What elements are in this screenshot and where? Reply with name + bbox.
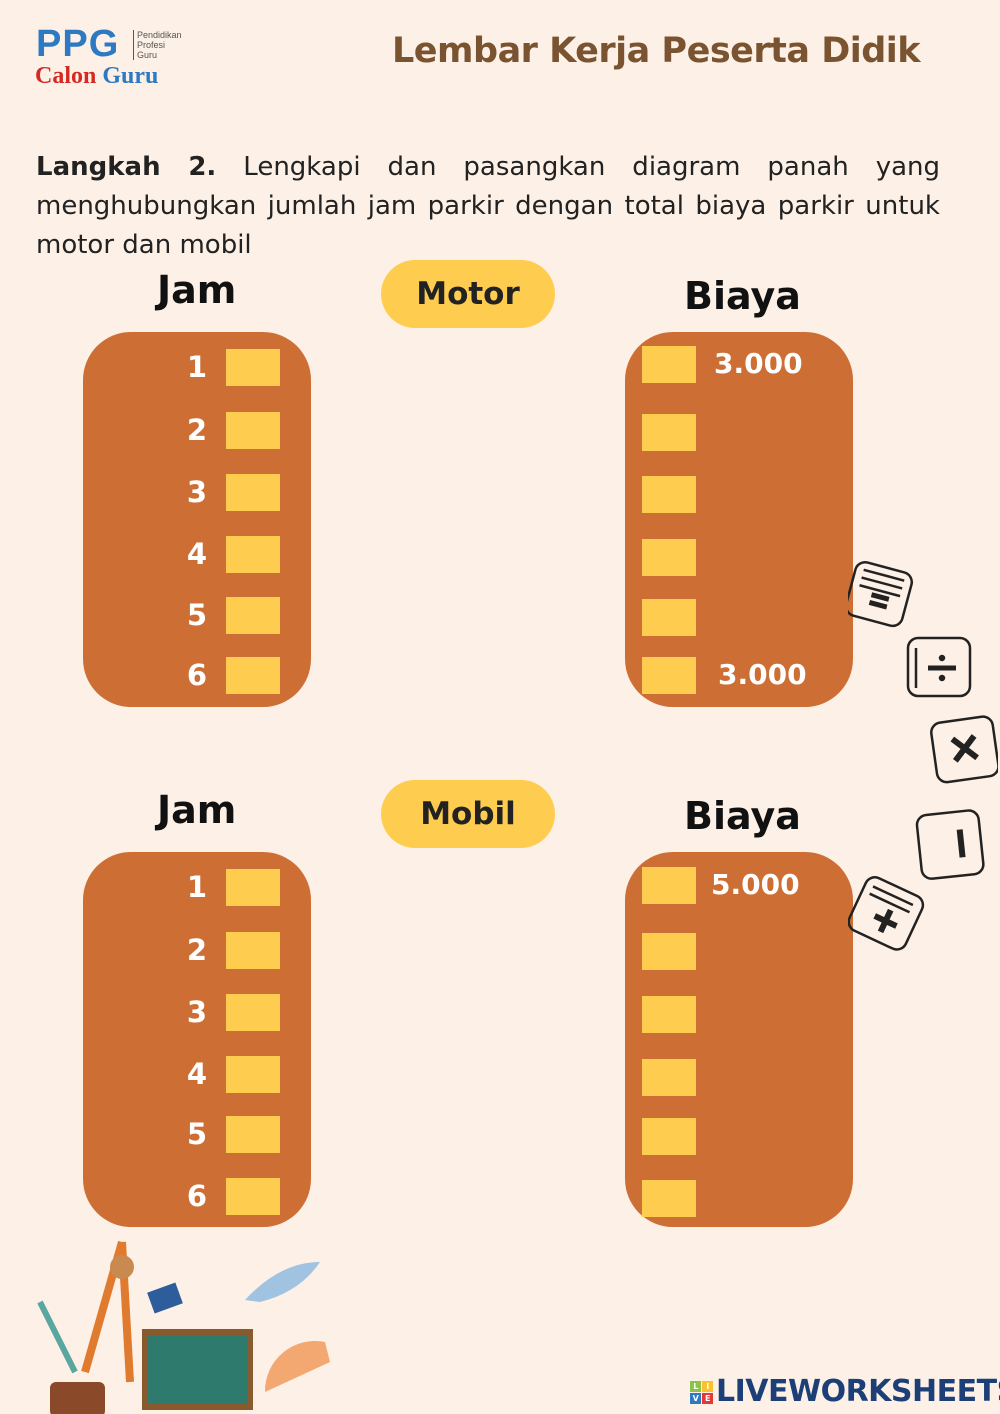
cost-connector-box[interactable] bbox=[642, 346, 696, 383]
hour-label: 5 bbox=[186, 598, 208, 632]
hour-connector-box[interactable] bbox=[226, 536, 280, 573]
hour-connector-box[interactable] bbox=[226, 1178, 280, 1215]
step-label: Langkah 2. bbox=[36, 152, 217, 182]
motor-label-pill: Motor bbox=[381, 260, 555, 328]
hour-connector-box[interactable] bbox=[226, 349, 280, 386]
hour-label: 4 bbox=[186, 1057, 208, 1091]
cost-connector-box[interactable] bbox=[642, 476, 696, 513]
cost-value: 3.000 bbox=[718, 658, 807, 691]
cost-connector-box[interactable] bbox=[642, 539, 696, 576]
logo-subtitle: Pendidikan Profesi Guru bbox=[133, 30, 182, 60]
logo-sub-line: Profesi bbox=[137, 40, 166, 50]
hour-label: 6 bbox=[186, 658, 208, 692]
hour-connector-box[interactable] bbox=[226, 597, 280, 634]
hour-label: 3 bbox=[186, 475, 208, 509]
motor-biaya-heading: Biaya bbox=[684, 274, 801, 318]
cost-connector-box[interactable] bbox=[642, 657, 696, 694]
motor-costs-panel bbox=[625, 332, 853, 707]
stationery-illustration-icon bbox=[37, 1240, 330, 1414]
hour-label: 2 bbox=[186, 413, 208, 447]
hour-label: 2 bbox=[186, 933, 208, 967]
icon-letter: E bbox=[702, 1392, 713, 1404]
logo-calon: Calon bbox=[35, 63, 97, 89]
hour-connector-box[interactable] bbox=[226, 1056, 280, 1093]
hour-label: 1 bbox=[186, 870, 208, 904]
cost-connector-box[interactable] bbox=[642, 1180, 696, 1217]
cost-connector-box[interactable] bbox=[642, 414, 696, 451]
motor-hours-panel bbox=[83, 332, 311, 707]
cost-connector-box[interactable] bbox=[642, 1118, 696, 1155]
logo-sub-line: Pendidikan bbox=[137, 30, 182, 40]
liveworksheets-icon: L I V E bbox=[690, 1380, 713, 1404]
hour-connector-box[interactable] bbox=[226, 474, 280, 511]
hour-label: 4 bbox=[186, 537, 208, 571]
mobil-label-pill: Mobil bbox=[381, 780, 555, 848]
hour-label: 3 bbox=[186, 995, 208, 1029]
cost-connector-box[interactable] bbox=[642, 933, 696, 970]
cost-connector-box[interactable] bbox=[642, 996, 696, 1033]
instruction: Langkah 2. Lengkapi dan pasangkan diagra… bbox=[36, 148, 940, 265]
mobil-costs-panel bbox=[625, 852, 853, 1227]
logo-guru: Guru bbox=[102, 63, 159, 89]
logo-calon-guru: Calon Guru bbox=[35, 63, 158, 89]
icon-letter: I bbox=[702, 1380, 713, 1392]
cost-connector-box[interactable] bbox=[642, 867, 696, 904]
logo-ppg: PPG bbox=[36, 23, 120, 65]
hour-label: 5 bbox=[186, 1117, 208, 1151]
hour-connector-box[interactable] bbox=[226, 869, 280, 906]
cost-value: 5.000 bbox=[711, 868, 800, 901]
hour-connector-box[interactable] bbox=[226, 932, 280, 969]
page-title: Lembar Kerja Peserta Didik bbox=[392, 31, 921, 71]
cost-connector-box[interactable] bbox=[642, 599, 696, 636]
dice-decoration-icon bbox=[848, 560, 998, 951]
brand-name: LIVEWORKSHEETS bbox=[716, 1374, 1000, 1409]
logo-sub-line: Guru bbox=[137, 50, 158, 60]
hour-connector-box[interactable] bbox=[226, 994, 280, 1031]
hour-label: 1 bbox=[186, 350, 208, 384]
hour-connector-box[interactable] bbox=[226, 1116, 280, 1153]
cost-connector-box[interactable] bbox=[642, 1059, 696, 1096]
instruction-text: Lengkapi dan pasangkan diagram panah yan… bbox=[36, 152, 941, 260]
hour-label: 6 bbox=[186, 1179, 208, 1213]
hour-connector-box[interactable] bbox=[226, 412, 280, 449]
icon-letter: V bbox=[690, 1392, 701, 1404]
icon-letter: L bbox=[690, 1380, 701, 1392]
motor-jam-heading: Jam bbox=[157, 268, 237, 312]
liveworksheets-logo: L I V E LIVEWORKSHEETS bbox=[690, 1374, 1000, 1410]
cost-value: 3.000 bbox=[714, 347, 803, 380]
mobil-hours-panel bbox=[83, 852, 311, 1227]
mobil-jam-heading: Jam bbox=[157, 788, 237, 832]
mobil-biaya-heading: Biaya bbox=[684, 794, 801, 838]
hour-connector-box[interactable] bbox=[226, 657, 280, 694]
